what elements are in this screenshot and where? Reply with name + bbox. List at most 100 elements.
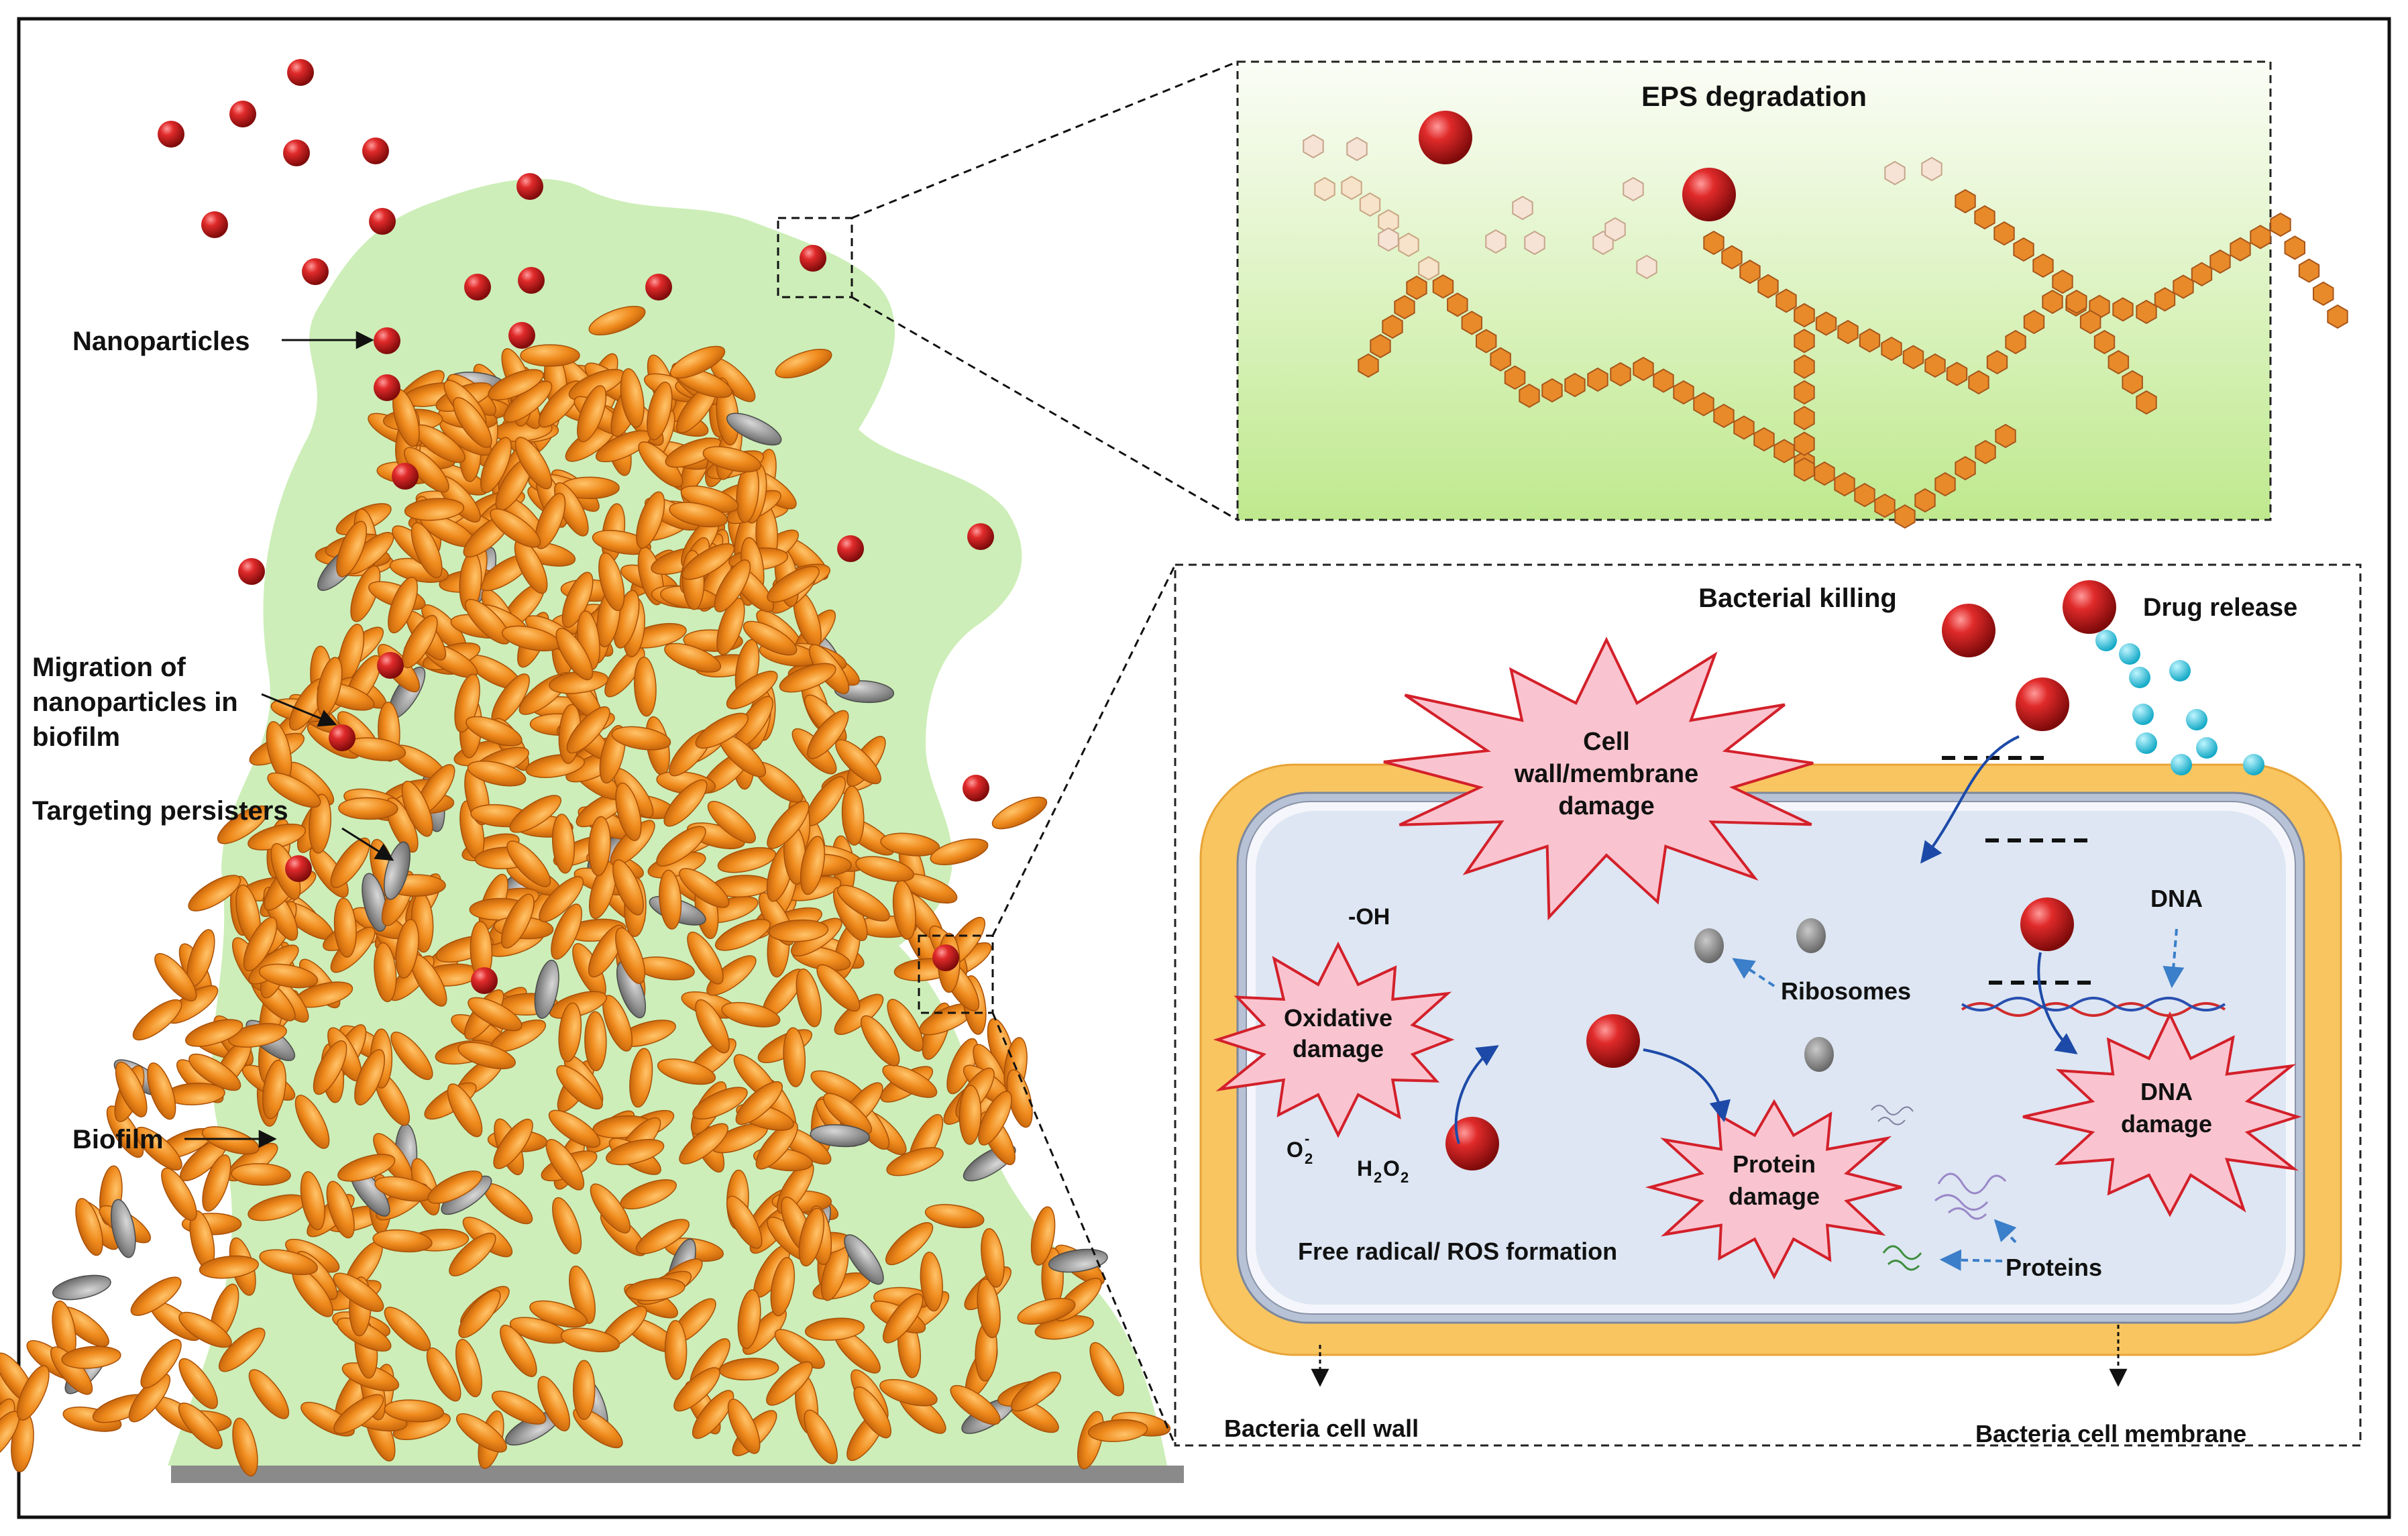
bacterium-cell [227,1023,287,1048]
bacterium-cell [702,446,761,473]
bacterium-cell [611,726,671,751]
killing-nanoparticle [2016,677,2069,731]
bacterium-cell [135,1126,182,1171]
bacterium-cell [1089,1341,1124,1396]
eps-monomer [1564,372,1586,398]
bacterium-cell [336,520,368,578]
eps-monomer [2042,289,2063,315]
drug-molecule [2132,704,2154,725]
protein-structure-icon [1934,1172,2007,1220]
eps-monomer [1975,439,1996,465]
eps-monomer [1587,367,1608,392]
nanoparticle [377,652,404,679]
bacterium-cell [978,1091,1012,1146]
bacterium-cell [17,1365,50,1421]
nanoparticle [302,258,329,285]
arrow-protein [1643,1048,1731,1123]
bacterium-cell [199,1255,259,1279]
nanoparticle [518,267,545,294]
eps-monomer [1461,311,1482,335]
nanoparticle [287,59,314,86]
bacterium-cell [767,565,820,603]
eps-fragment [1346,136,1368,162]
eps-monomer [1794,303,1815,328]
nanoparticle [645,274,672,300]
bacterium-cell [823,1093,872,1135]
eps-monomer [1693,392,1714,417]
bacterium-cell [147,1062,176,1120]
eps-monomer [1476,329,1497,353]
bacterium-cell [886,1147,944,1176]
drug-release-label: Drug release [2143,594,2297,622]
bacterium-cell [552,1197,582,1254]
bacterium-cell [202,1154,231,1212]
bacterium-cell [692,1390,734,1439]
bacterium-cell [735,1081,783,1126]
left-labels: Nanoparticles Migration of nanoparticles… [32,327,394,1154]
eps-fragment [1418,256,1439,281]
bacterium-cell [861,1015,900,1066]
bacterium-cell [372,1229,433,1253]
bacterium-cell [535,492,566,549]
nanoparticle [392,463,419,490]
bacterium-cell [669,502,728,528]
eps-monomer [1834,472,1855,497]
eps-monomer [1610,362,1631,387]
drug-molecule [2186,709,2207,730]
eps-monomer [1859,328,1881,353]
bacterium-cell [350,565,381,622]
bacterium-cell [1010,1371,1062,1412]
bacterium-cell [716,598,745,655]
eps-monomer [1490,347,1511,372]
bacterium-cell [629,1048,653,1108]
drug-molecule [2171,754,2192,775]
drug-molecule [2095,630,2117,651]
eps-monomer [1757,274,1779,298]
eps-fragment [1378,209,1399,234]
bacterium-cell [539,876,584,922]
bacterium-cell [188,875,241,912]
eps-fragment [1623,176,1644,202]
bacterium-cell [313,1040,347,1095]
bacterium-cell [115,1061,148,1117]
eps-monomer [2327,304,2348,329]
bacterium-cell [566,706,610,754]
ribosome-group [1694,918,1834,1072]
bacterium-cell [491,1390,547,1425]
bacterium-cell [620,1179,677,1210]
eps-monomer [1974,205,1995,230]
persister-cell [384,841,411,900]
bacterium-cell [493,1118,533,1169]
bacterium-cell [669,345,726,379]
bacterium-cell [714,918,771,951]
bacterium-cell [258,963,319,989]
arrow-np-entry [1920,735,2020,864]
eps-monomer [1504,365,1526,390]
bacterium-cell [737,1289,761,1350]
svg-text:-: - [1305,1130,1309,1147]
nanoparticle [238,558,265,585]
bacterium-cell [584,1011,607,1072]
protein-damage-line1: Protein [1733,1150,1816,1178]
nanoparticle [329,724,355,751]
bacterium-cell [977,1278,1001,1338]
eps-monomer [2023,309,2045,335]
bacterium-cell [664,1320,688,1380]
eps-fragment [1485,229,1507,254]
drug-molecule [2136,732,2157,754]
bacterium-cell [453,397,492,448]
eps-monomer [1673,380,1694,405]
cell-wall-damage-burst [1383,637,1814,921]
eps-fragments [1303,133,1942,280]
eps-monomer [1713,403,1735,429]
oxidative-damage-line1: Oxidative [1284,1004,1392,1032]
eps-monomer [2079,309,2101,335]
bacterium-cell [950,1384,1001,1425]
persister-cell [362,873,388,932]
bacterium-cell [201,1126,260,1155]
killing-nanoparticle [2063,580,2116,634]
bacterium-cell [679,868,730,908]
drug-molecule [2196,737,2218,759]
bacterium-cell [930,838,989,865]
proteins-label: Proteins [2006,1254,2102,1281]
